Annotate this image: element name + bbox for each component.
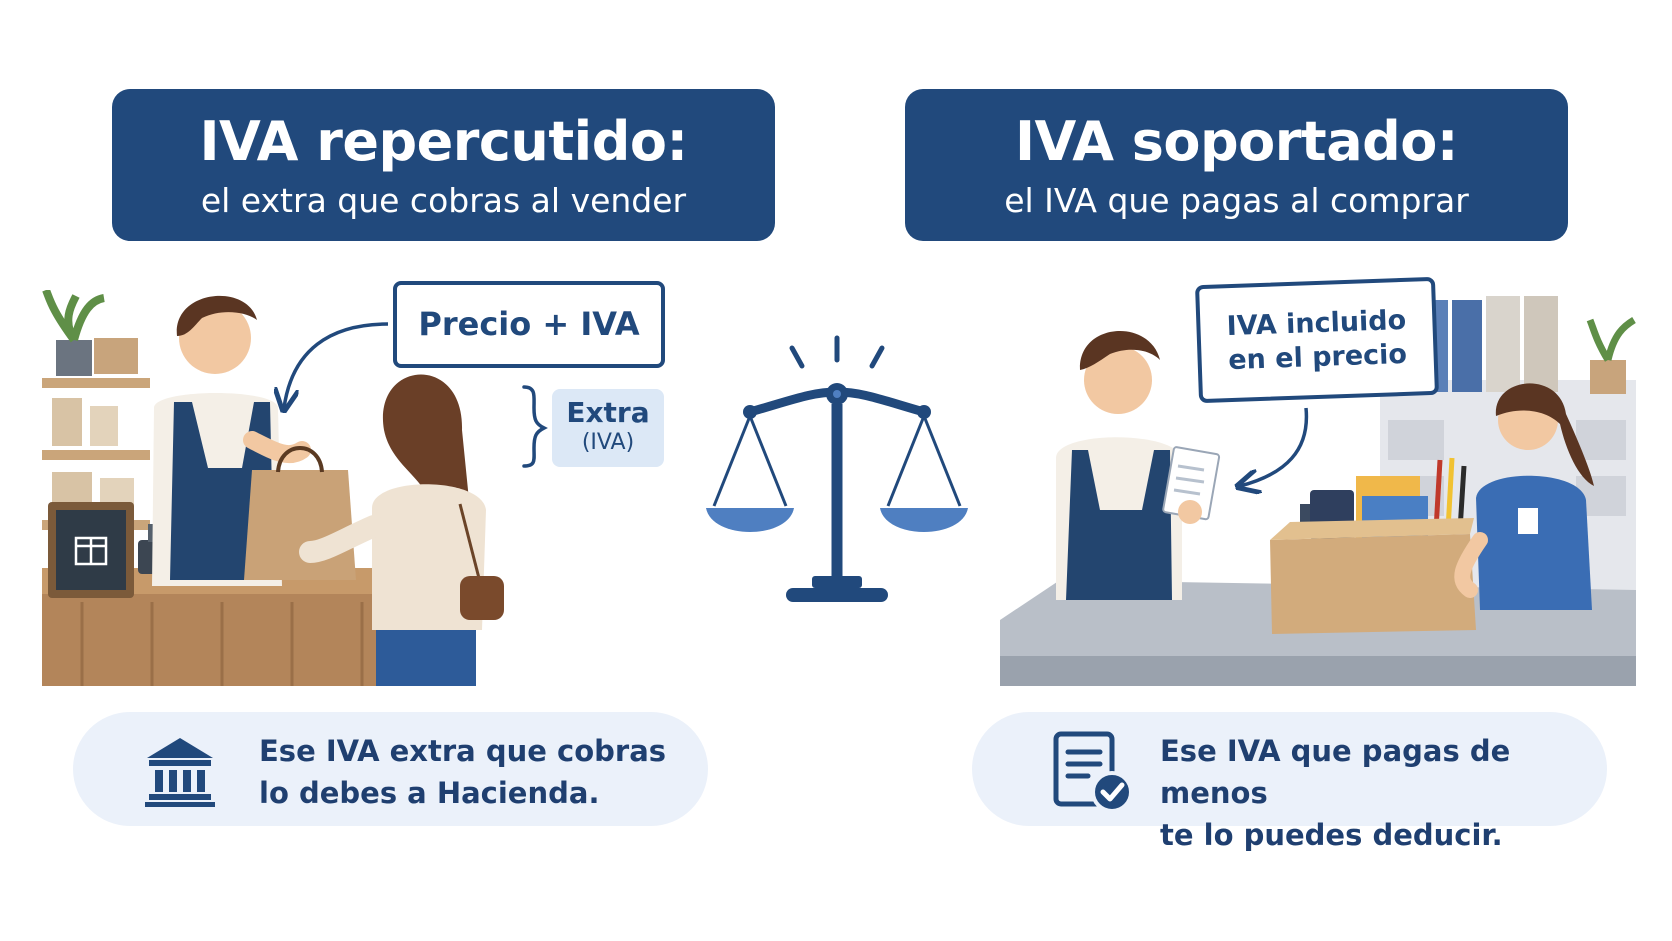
note-deducir-text: Ese IVA que pagas de menos te lo puedes … — [1160, 730, 1607, 856]
note-hacienda-line2: lo debes a Hacienda. — [259, 776, 600, 810]
buying-scene-illustration — [1000, 290, 1636, 686]
callout-iva-incluido: IVA incluido en el precio — [1195, 276, 1439, 404]
callout-iva-incluido-line2: en el precio — [1227, 338, 1408, 377]
note-hacienda-text: Ese IVA extra que cobras lo debes a Haci… — [259, 730, 666, 814]
title-repercutido: IVA repercutido: — [199, 110, 688, 173]
balance-scale-icon — [706, 335, 968, 602]
callout-precio-iva: Precio + IVA — [393, 281, 665, 368]
note-deducir: Ese IVA que pagas de menos te lo puedes … — [972, 712, 1607, 852]
extra-sub-label: (IVA) — [581, 430, 635, 455]
note-hacienda-line1: Ese IVA extra que cobras — [259, 734, 667, 768]
extra-iva-tag: Extra (IVA) — [552, 389, 664, 467]
subtitle-repercutido: el extra que cobras al vender — [200, 181, 687, 220]
subtitle-soportado: el IVA que pagas al comprar — [1004, 181, 1469, 220]
note-deducir-line1: Ese IVA que pagas de menos — [1160, 734, 1511, 810]
title-box-soportado: IVA soportado: el IVA que pagas al compr… — [905, 89, 1568, 241]
note-hacienda: Ese IVA extra que cobras lo debes a Haci… — [73, 712, 708, 826]
note-deducir-line2: te lo puedes deducir. — [1160, 818, 1503, 852]
title-soportado: IVA soportado: — [1014, 110, 1459, 173]
extra-label: Extra — [566, 396, 650, 429]
title-box-repercutido: IVA repercutido: el extra que cobras al … — [112, 89, 775, 241]
bank-building-icon — [145, 738, 215, 807]
document-check-icon — [1053, 731, 1133, 813]
